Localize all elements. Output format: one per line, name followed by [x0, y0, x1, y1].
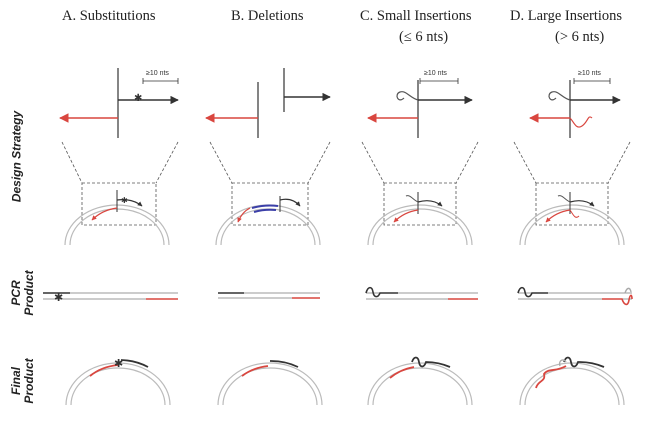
column-subtitle-large-insertions: (> 6 nts): [555, 29, 605, 45]
design-small-insertions: ≥10 nts: [361, 70, 479, 246]
column-title-deletions: B. Deletions: [231, 8, 304, 24]
svg-text:✱: ✱: [121, 196, 128, 205]
svg-text:✱: ✱: [114, 358, 123, 370]
mutation-mark-icon: ✱: [134, 93, 142, 104]
design-large-insertions: ≥10 nts: [513, 70, 631, 246]
scale-label-a: ≥10 nts: [146, 70, 169, 77]
svg-text:✱: ✱: [54, 292, 63, 304]
pcr-deletions: [218, 292, 320, 299]
final-large-insertions: [519, 356, 625, 406]
column-title-substitutions: A. Substitutions: [62, 8, 156, 24]
final-small-insertions: [367, 356, 473, 406]
scale-label-c: ≥10 nts: [424, 70, 447, 77]
final-substitutions: ✱: [65, 358, 171, 406]
column-subtitle-small-insertions: (≤ 6 nts): [399, 29, 449, 45]
design-deletions: [205, 68, 331, 246]
pcr-small-insertions: [365, 286, 478, 300]
pcr-substitutions: ✱: [43, 292, 178, 304]
column-title-large-insertions: D. Large Insertions: [510, 8, 623, 24]
design-substitutions: ✱ ≥10 nts ✱: [59, 68, 179, 246]
pcr-large-insertions: [517, 286, 633, 306]
scale-label-d: ≥10 nts: [578, 70, 601, 77]
column-title-small-insertions: C. Small Insertions: [360, 8, 472, 24]
final-deletions: [217, 360, 323, 406]
